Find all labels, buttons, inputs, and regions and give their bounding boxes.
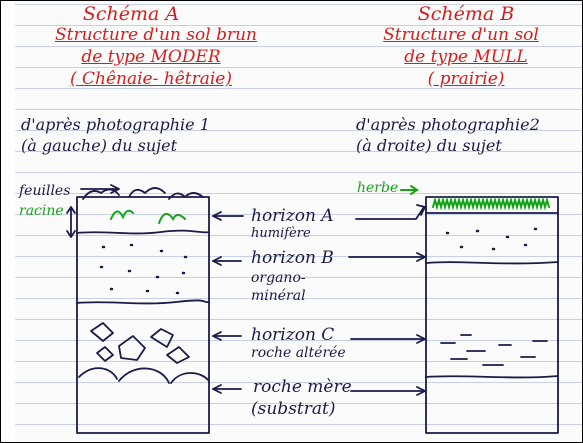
- arrowhead: [212, 211, 222, 221]
- schema-a-line2: de type MODER: [81, 47, 221, 67]
- schema-a-photo-side: (à gauche) du sujet: [21, 136, 178, 155]
- bedrock-arc: [118, 367, 170, 384]
- schema-a-title: Schéma A: [82, 3, 180, 25]
- rock: [90, 322, 114, 342]
- label-horizon-b: horizon B: [251, 248, 334, 268]
- arrowhead: [416, 204, 426, 216]
- label-substrat: (substrat): [251, 399, 336, 419]
- column-b-boundary-ab: [425, 261, 559, 265]
- schema-b-line1: Structure d'un sol: [383, 25, 539, 45]
- column-a-boundary-ab: [76, 229, 210, 235]
- label-racine: racine: [19, 203, 64, 219]
- schema-b-title: Schéma B: [417, 3, 515, 25]
- litter-leaf: [128, 187, 166, 198]
- horizon-c-fragments-b: [440, 334, 548, 366]
- feuilles-arrowhead: [110, 184, 120, 194]
- rock: [166, 346, 190, 364]
- rock: [118, 335, 146, 361]
- column-b-outline: [425, 196, 559, 434]
- schema-b-line3: ( prairie): [427, 69, 505, 89]
- horizon-b-particles: [99, 243, 188, 295]
- schema-a-photo-ref: d'après photographie 1: [21, 115, 210, 134]
- label-feuilles: feuilles: [19, 183, 71, 199]
- rock: [150, 328, 174, 348]
- arrowhead: [416, 334, 426, 344]
- label-horizon-a: horizon A: [251, 206, 334, 226]
- column-a-boundary-bc: [76, 299, 210, 305]
- column-b-boundary-bc: [425, 375, 559, 379]
- arrowhead: [416, 252, 426, 262]
- grass: [432, 196, 550, 211]
- label-herbe: herbe: [357, 180, 399, 196]
- schema-a-line3: ( Chênaie- hêtraie): [69, 69, 232, 89]
- bedrock-arc: [170, 372, 210, 384]
- arrowhead: [212, 384, 222, 394]
- arrowhead: [416, 386, 426, 396]
- arrowhead: [410, 185, 419, 195]
- roots: [158, 212, 186, 224]
- bedrock-arc: [78, 367, 118, 380]
- arrowhead: [212, 331, 222, 341]
- column-a-outline: [76, 196, 210, 434]
- rock: [96, 346, 114, 362]
- roots: [110, 209, 134, 220]
- schema-b-line2: de type MULL: [404, 47, 528, 67]
- schema-b-photo-side: (à droite) du sujet: [356, 136, 502, 155]
- label-horizon-c-type: roche altérée: [251, 345, 346, 361]
- label-roche-mere: roche mère: [253, 377, 352, 397]
- label-horizon-c: horizon C: [251, 325, 335, 345]
- schema-b-photo-ref: d'après photographie2: [356, 115, 540, 134]
- label-horizon-a-type: humifère: [251, 226, 311, 241]
- racine-arrowheads: [66, 206, 76, 238]
- horizon-b-particles-b: [445, 227, 538, 251]
- schema-a-line1: Structure d'un sol brun: [54, 25, 257, 45]
- arrowhead: [212, 256, 222, 266]
- arrow-horizon-a-right: [355, 206, 425, 220]
- litter-leaf: [168, 192, 204, 200]
- label-horizon-b-type2: minéral: [251, 288, 306, 304]
- label-horizon-b-type1: organo-: [251, 270, 306, 286]
